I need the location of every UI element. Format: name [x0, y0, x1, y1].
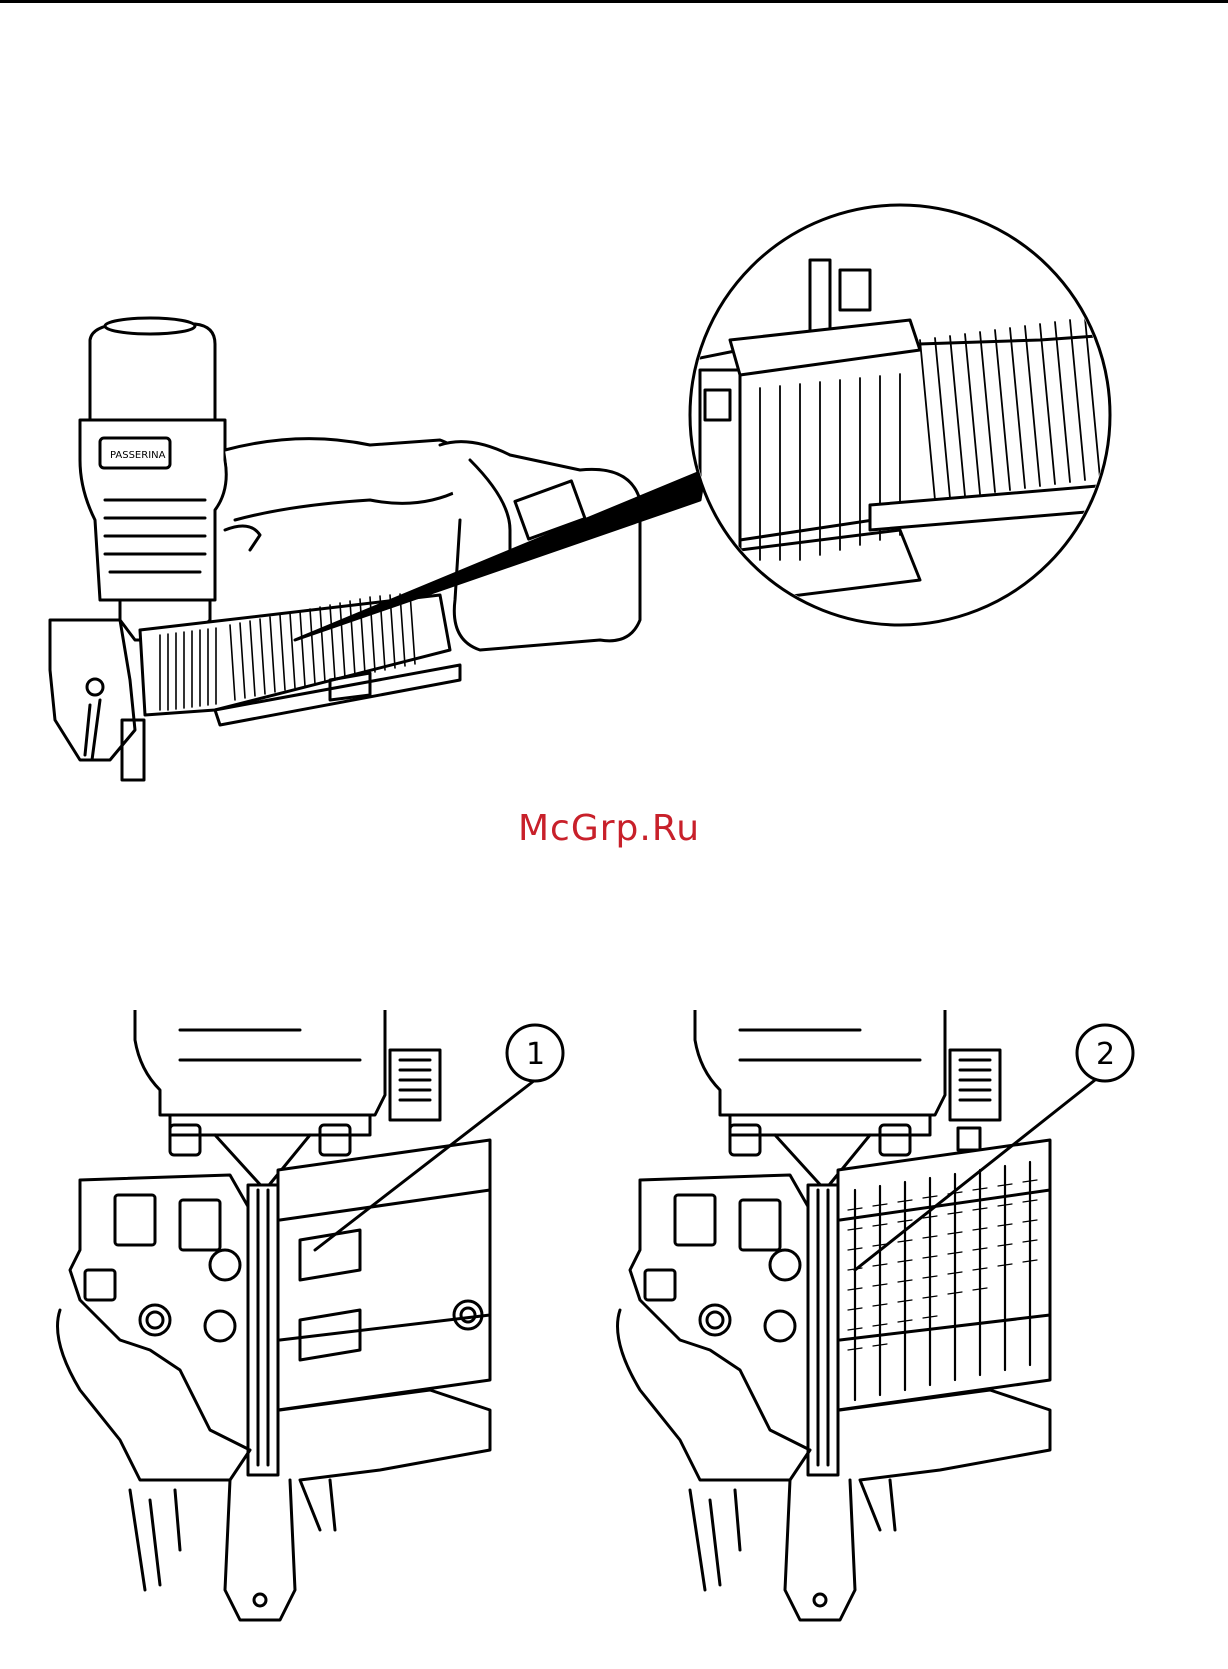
magazine-empty-detail-illustration: 1 — [30, 1010, 580, 1660]
top-rule — [0, 0, 1228, 3]
magazine-loaded-detail-illustration: 2 — [590, 1010, 1150, 1660]
nailer-overview-illustration: PASSERINA — [40, 200, 1180, 820]
callout-label-2: 2 — [1096, 1037, 1115, 1072]
brand-label: PASSERINA — [110, 450, 166, 461]
watermark: McGrp.Ru — [518, 808, 700, 849]
callout-label-1: 1 — [526, 1037, 545, 1072]
